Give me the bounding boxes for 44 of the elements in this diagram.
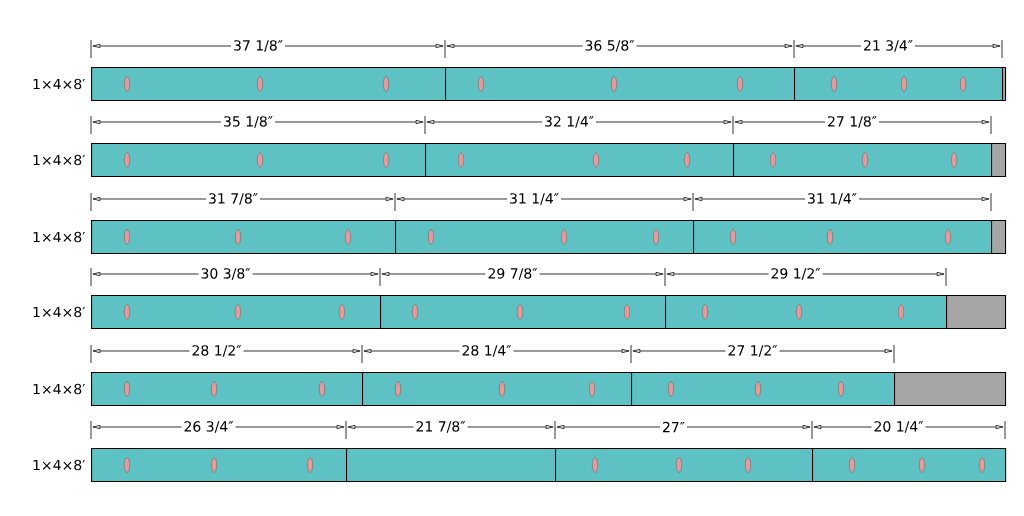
board-piece	[91, 219, 397, 255]
board-size-label: 1×4×8′	[33, 459, 86, 471]
board-piece	[91, 371, 364, 407]
dimension-label: 30 3/8″	[198, 266, 253, 282]
dimension-label: 28 1/2″	[189, 343, 244, 359]
board-piece	[425, 142, 735, 178]
dimension-label: 21 3/4″	[861, 38, 915, 54]
board-piece	[631, 371, 896, 407]
board-piece	[555, 447, 814, 483]
dimension-label: 32 1/4″	[542, 114, 596, 130]
dimension-label: 29 1/2″	[768, 266, 823, 282]
dimension-label: 20 1/4″	[871, 419, 926, 435]
dimension-label: 28 1/4″	[459, 343, 514, 359]
dimension-label: 26 3/4″	[181, 419, 236, 435]
board-piece	[346, 447, 557, 483]
board-size-label: 1×4×8′	[33, 154, 86, 166]
dimension-label: 29 7/8″	[485, 266, 540, 282]
board-piece	[812, 447, 1007, 483]
dimension-label: 27 1/2″	[725, 343, 780, 359]
board-size-label: 1×4×8′	[33, 231, 86, 243]
board-piece	[91, 66, 447, 102]
board-size-label: 1×4×8′	[33, 306, 86, 318]
board-piece	[91, 447, 348, 483]
dimension-label: 37 1/8″	[231, 38, 285, 54]
board-piece	[794, 66, 1004, 102]
board-piece	[733, 142, 993, 178]
board-piece	[665, 294, 948, 330]
board-piece	[445, 66, 796, 102]
board-piece	[362, 371, 633, 407]
dimension-label: 31 1/4″	[507, 191, 561, 207]
board-piece	[91, 294, 382, 330]
dimension-label: 36 5/8″	[582, 38, 637, 54]
dimension-label: 27″	[660, 419, 688, 435]
dimension-label: 27 1/8″	[825, 114, 879, 130]
board-size-label: 1×4×8′	[33, 383, 86, 395]
board-piece	[395, 219, 695, 255]
dimension-label: 35 1/8″	[221, 114, 275, 130]
board-piece	[91, 142, 427, 178]
board-piece	[380, 294, 667, 330]
dimension-label: 31 7/8″	[206, 191, 260, 207]
board-piece	[693, 219, 993, 255]
board-size-label: 1×4×8′	[33, 78, 86, 90]
dimension-label: 21 7/8″	[413, 419, 468, 435]
dimension-label: 31 1/4″	[805, 191, 859, 207]
